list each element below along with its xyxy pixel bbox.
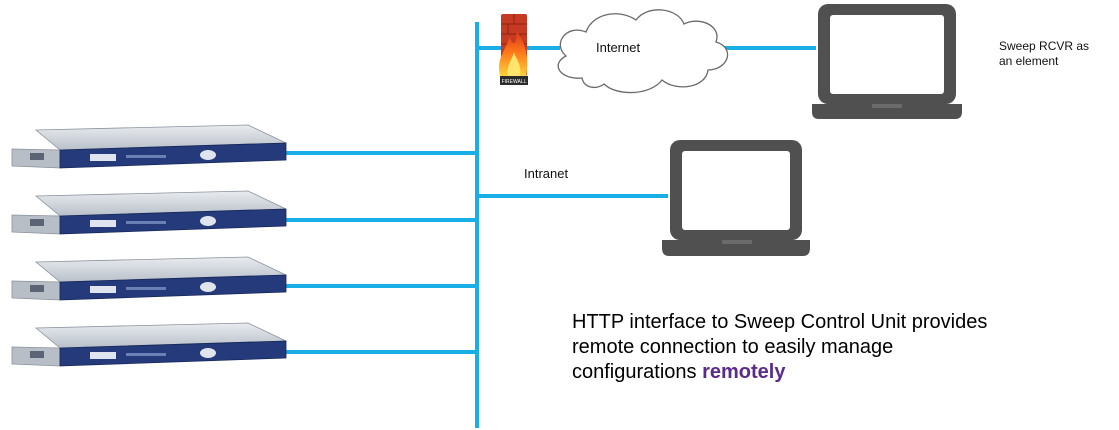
cloud-icon [557,9,729,94]
sweep-rcvr-label-line1: Sweep RCVR as [999,39,1090,53]
svg-text:FIREWALL: FIREWALL [502,79,527,85]
internet-label: Internet [596,40,641,55]
sweep-rcvr-label-line2: an element [999,54,1059,68]
rack-unit-icon [11,190,287,235]
caption-line-1: HTTP interface to Sweep Control Unit pro… [572,311,988,333]
sweep-rcvr-label: Sweep RCVR as an element [999,39,1117,69]
caption-line-3: configurations remotely [572,360,1119,385]
rack-unit-icon [11,322,287,367]
caption-line-2: remote connection to easily manage [572,336,894,358]
remote-laptop-icon [812,4,962,119]
caption-emphasis: remotely [702,361,786,383]
intranet-laptop-icon [662,140,810,256]
firewall-icon: FIREWALL [499,14,528,85]
intranet-label: Intranet [524,166,569,181]
caption-line-3-prefix: configurations [572,361,697,383]
caption-text: HTTP interface to Sweep Control Unit pro… [572,310,1119,385]
rack-unit-icon [11,124,287,169]
rack-unit-icon [11,256,287,301]
